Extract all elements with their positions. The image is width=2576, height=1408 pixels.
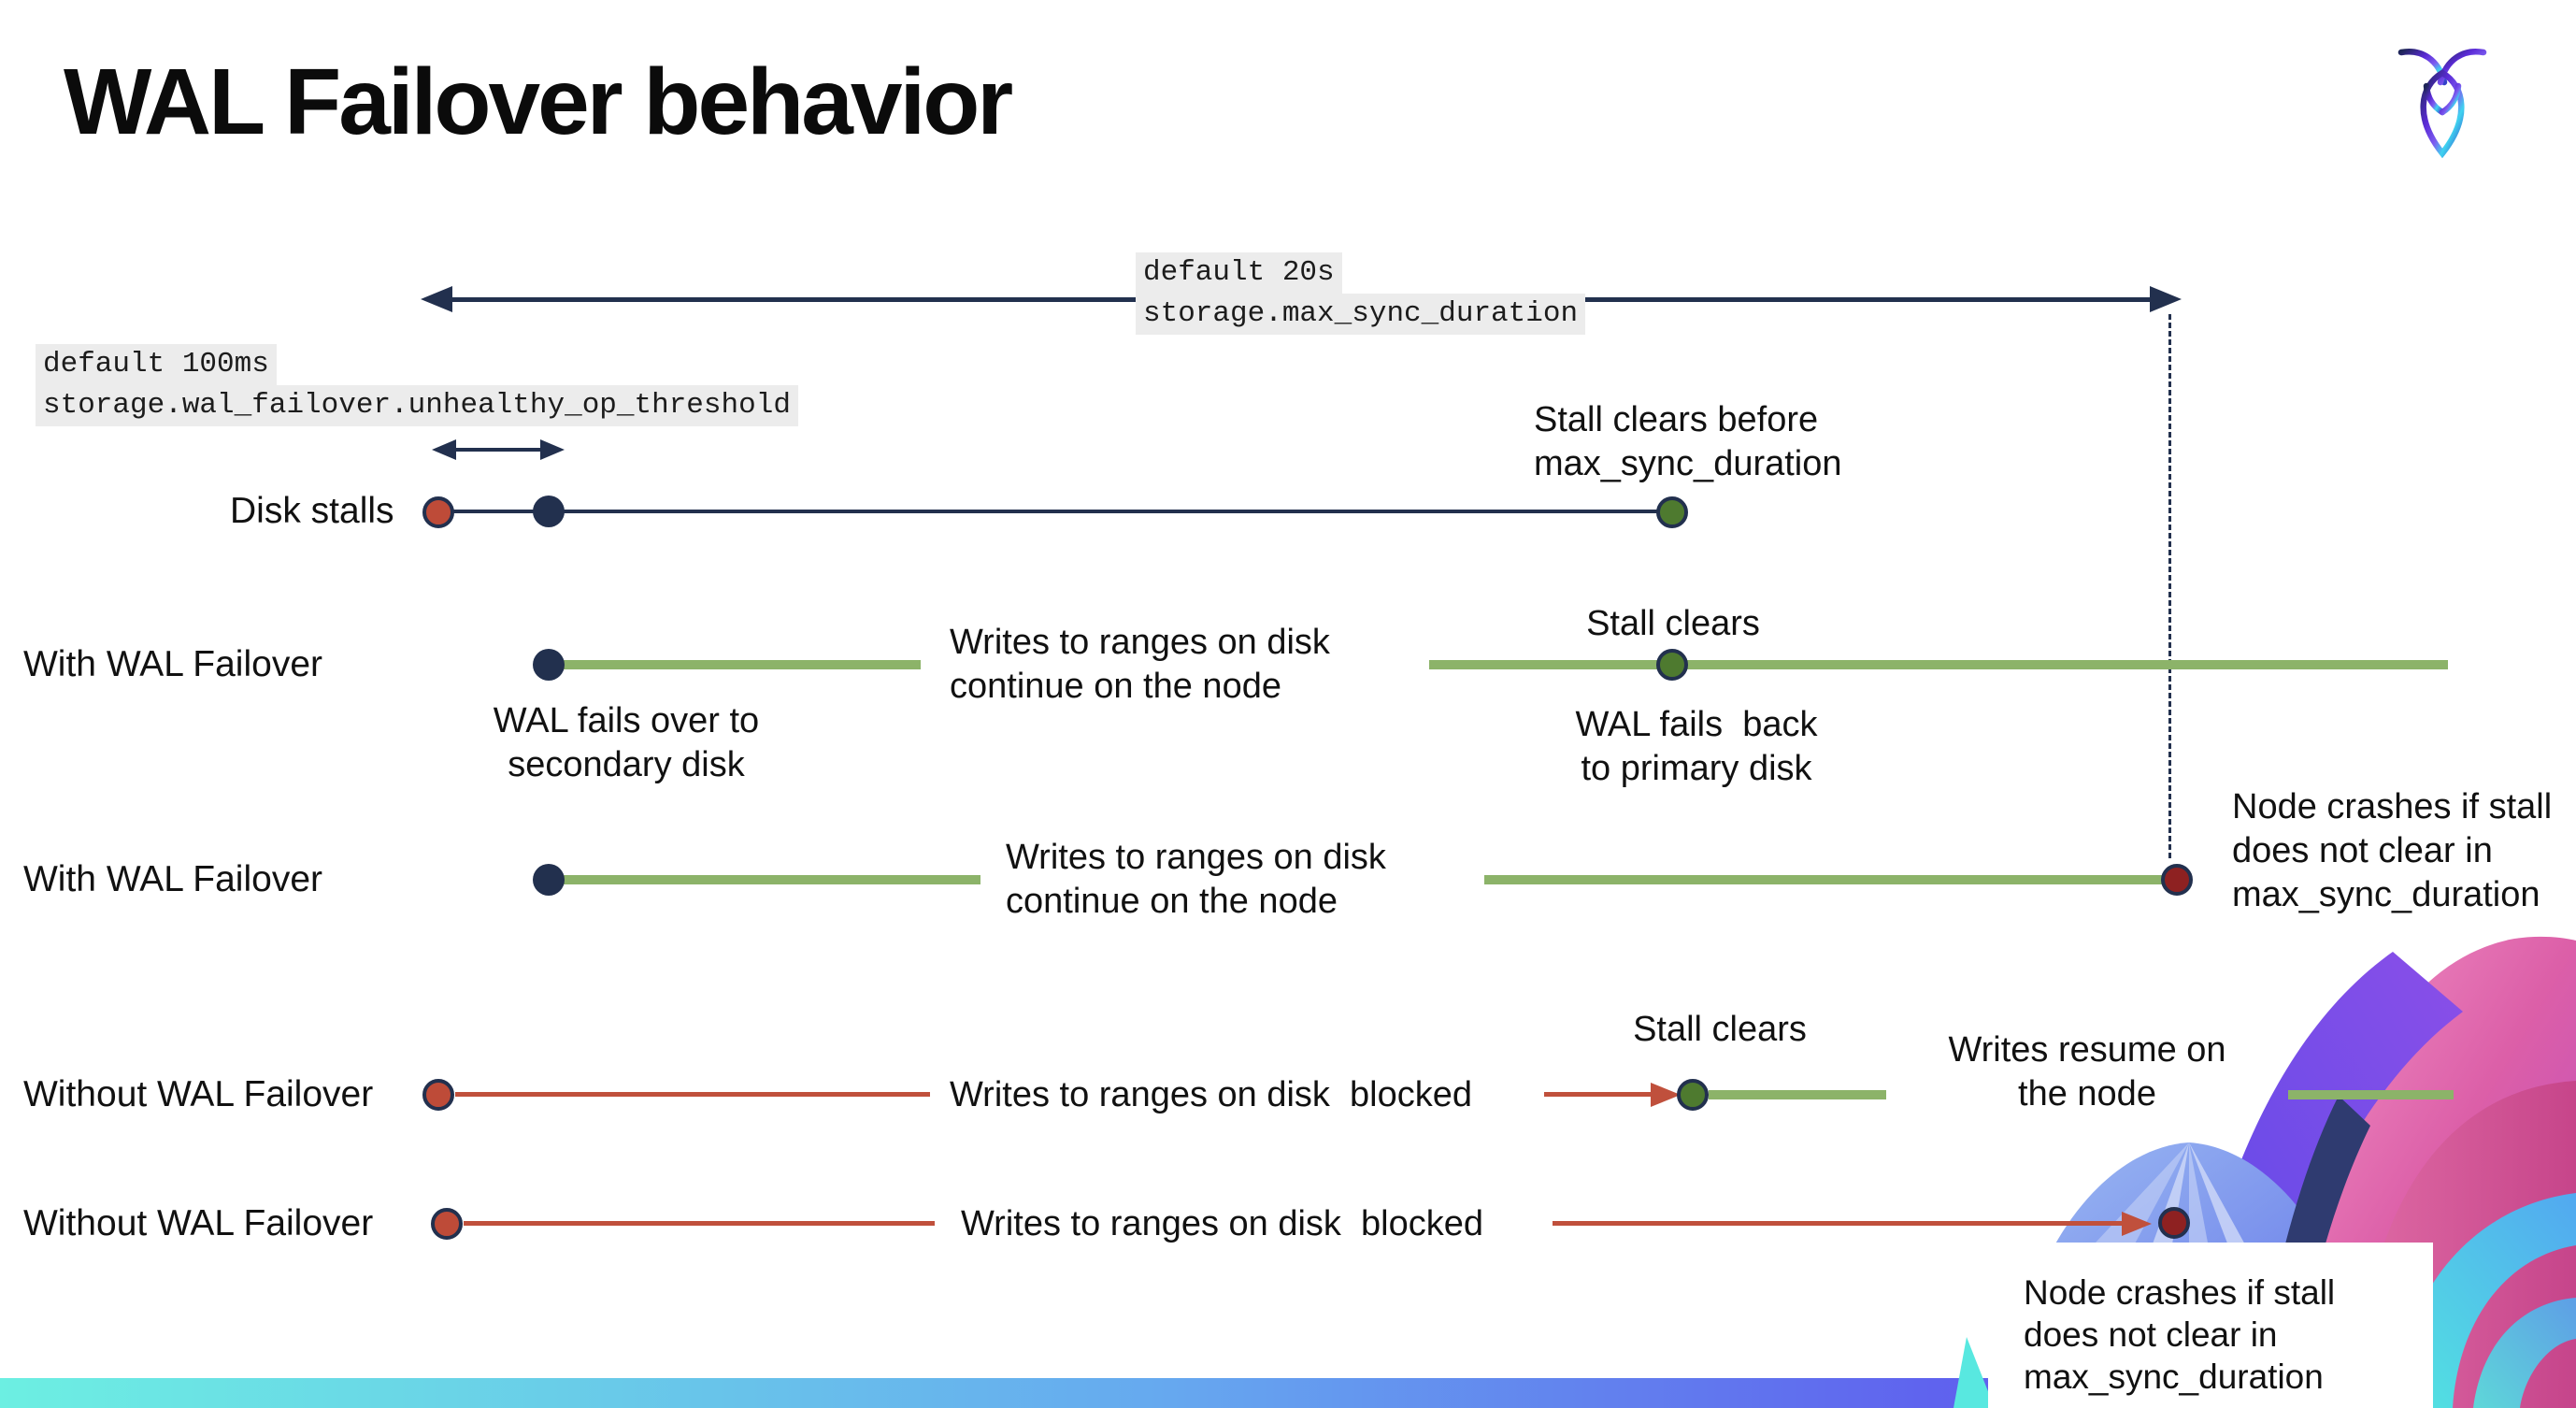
stall-clears-dot-1 bbox=[1656, 649, 1688, 681]
threshold-arrow-right-head bbox=[540, 439, 565, 460]
writes-blocked-line-1b bbox=[1544, 1092, 1653, 1097]
writes-blocked-line-1a bbox=[455, 1092, 930, 1097]
row-label-disk-stalls: Disk stalls bbox=[230, 491, 394, 531]
stall-clears-before-note: Stall clears before max_sync_duration bbox=[1534, 400, 1842, 483]
annotation-threshold-default: default 100ms bbox=[36, 344, 277, 385]
writes-continue-line-1b bbox=[1429, 660, 2448, 669]
stall-clears-note-1: Stall clears bbox=[1586, 604, 1760, 643]
writes-continue-note-2: Writes to ranges on disk continue on the… bbox=[1006, 838, 1386, 921]
stall-clears-note-2: Stall clears bbox=[1633, 1010, 1807, 1049]
writes-resume-line-a bbox=[1709, 1090, 1886, 1099]
blocked-arrow-head-1 bbox=[1651, 1083, 1681, 1107]
writes-resume-note: Writes resume on the node bbox=[1948, 1030, 2226, 1113]
annotation-threshold-setting: storage.wal_failover.unhealthy_op_thresh… bbox=[36, 385, 798, 426]
writes-continue-line-1a bbox=[562, 660, 921, 669]
node-crash-dot-2 bbox=[2158, 1207, 2190, 1239]
threshold-arrow-line bbox=[452, 448, 542, 452]
writes-blocked-note-1: Writes to ranges on disk blocked bbox=[950, 1075, 1473, 1114]
writes-blocked-line-2a bbox=[464, 1221, 935, 1226]
wal-failover-dot-1 bbox=[533, 649, 565, 681]
threshold-arrow-left-head bbox=[432, 439, 456, 460]
row-label-with-wal-failover-2: With WAL Failover bbox=[23, 859, 322, 899]
max-sync-arrow-left-head bbox=[421, 286, 452, 312]
row-label-without-wal-failover-2: Without WAL Failover bbox=[23, 1203, 374, 1243]
annotation-max-sync-setting: storage.max_sync_duration bbox=[1136, 294, 1586, 335]
writes-blocked-note-2: Writes to ranges on disk blocked bbox=[961, 1204, 1484, 1243]
row-label-without-wal-failover-1: Without WAL Failover bbox=[23, 1074, 374, 1114]
node-crashes-callout-box bbox=[1988, 1243, 2433, 1408]
node-crashes-note-2: Node crashes if stall does not clear in … bbox=[2024, 1273, 2336, 1396]
writes-continue-note-1: Writes to ranges on disk continue on the… bbox=[950, 623, 1330, 706]
wal-fails-over-note: WAL fails over to secondary disk bbox=[493, 701, 760, 784]
wal-fails-back-note: WAL fails back to primary disk bbox=[1575, 705, 1818, 788]
cockroachdb-logo-icon bbox=[2397, 49, 2487, 159]
disk-stall-dot-without-1 bbox=[422, 1079, 454, 1111]
blocked-arrow-head-2 bbox=[2122, 1212, 2152, 1236]
disk-stalls-timeline bbox=[438, 510, 1672, 513]
stall-clears-dot bbox=[1656, 496, 1688, 528]
disk-stall-start-dot bbox=[422, 496, 454, 528]
annotation-max-sync-default: default 20s bbox=[1136, 252, 1342, 294]
writes-blocked-line-2b bbox=[1553, 1221, 2124, 1226]
writes-resume-line-b bbox=[2288, 1090, 2454, 1099]
row-label-with-wal-failover-1: With WAL Failover bbox=[23, 644, 322, 684]
disk-stall-dot-without-2 bbox=[431, 1208, 463, 1240]
max-sync-deadline-dashed-line bbox=[2168, 314, 2171, 858]
max-sync-arrow-right-head bbox=[2150, 286, 2182, 312]
writes-continue-line-2a bbox=[562, 875, 980, 884]
node-crashes-note-1: Node crashes if stall does not clear in … bbox=[2232, 787, 2553, 914]
threshold-reached-dot bbox=[533, 496, 565, 527]
node-crash-dot-1 bbox=[2161, 864, 2193, 896]
wal-failover-dot-2 bbox=[533, 864, 565, 896]
page-title: WAL Failover behavior bbox=[64, 50, 1013, 154]
stall-clears-dot-without bbox=[1677, 1079, 1709, 1111]
writes-continue-line-2b bbox=[1484, 875, 2166, 884]
